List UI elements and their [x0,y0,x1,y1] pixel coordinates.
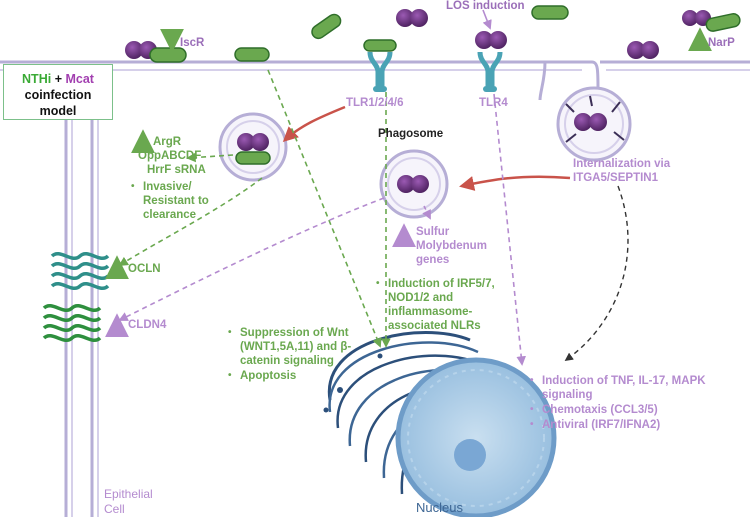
ocln-junction [50,252,110,290]
label-phagosome: Phagosome [378,128,444,140]
label-cldn4: CLDN4 [128,319,167,331]
coinfection-legend: NTHi + Mcat coinfection model [3,64,113,120]
legend-plus: + [54,72,62,86]
los-induction-arrow [482,9,492,30]
label-narp: NarP [708,37,735,49]
cldn4-junction [42,304,102,342]
moraxella-diplococcus-2 [396,9,428,27]
extracellular-bacteria [125,5,741,63]
nthi-rod-1 [149,47,187,63]
label-tlr4: TLR4 [479,97,508,109]
arrow-internalization-to-tnf [564,185,629,361]
uptake-arrow-nthi [282,105,346,143]
moraxella-diplococcus-3 [475,31,507,49]
label-ocln: OCLN [128,263,161,275]
wnt-item-1: Suppression of Wnt (WNT1,5A,11) and β-ca… [228,326,378,368]
nthi-rod-3 [311,13,342,40]
irf-item: Induction of IRF5/7, NOD1/2 and inflamma… [376,277,512,333]
nucleus-structure [323,331,557,519]
label-iscr: IscR [180,37,205,49]
nthi-rod-2 [234,47,270,62]
legend-line2: coinfection [24,88,92,102]
label-sulfur-3: genes [416,254,450,266]
invasive-item: Invasive/ Resistant to clearance [131,180,221,222]
label-epithelial-2: Cell [104,502,125,516]
mcat-phagosome [379,149,449,219]
arrow-membrane-to-nucleus-green [267,69,382,348]
arrow-nthi-to-argr [186,152,234,163]
internalization-pit [556,86,632,162]
label-argr: ArgR [153,136,182,148]
legend-line3: model [39,104,77,118]
label-nucleus: Nucleus [416,500,463,515]
tnf-item-3: Antiviral (IRF7/IFNA2) [530,418,740,432]
arrow-nthi-to-ocln [118,177,263,267]
irf-list: Induction of IRF5/7, NOD1/2 and inflamma… [376,277,512,334]
label-epithelial-1: Epithelial [104,487,153,501]
arrow-tlr4-to-nucleus [493,93,526,366]
label-sulfur-1: Sulfur [416,226,450,238]
invasive-list: Invasive/ Resistant to clearance [131,180,221,223]
wnt-list: Suppression of Wnt (WNT1,5A,11) and β-ca… [228,326,378,384]
tnf-item-1: Induction of TNF, IL-17, MAPK signaling [530,374,740,402]
arrow-phagosome-to-cldn4 [118,197,385,321]
label-internalization-1: Internalization via [573,158,671,170]
legend-nthi: NTHi [22,72,52,86]
wnt-item-2: Apoptosis [228,369,378,383]
label-internalization-2: ITGA5/SEPTIN1 [573,172,658,184]
legend-mcat: Mcat [65,72,94,86]
label-hrrf: HrrF sRNA [147,164,206,176]
tnf-list: Induction of TNF, IL-17, MAPK signaling … [530,374,740,433]
label-los-induction: LOS induction [446,0,525,12]
uptake-arrow-mcat [459,175,571,191]
tnf-item-2: Chemotaxis (CCL3/5) [530,403,740,417]
label-oppabcdf: OppABCDF [138,150,202,162]
nthi-rod-5 [705,13,741,32]
arrow-phagosome-to-sulfur [422,205,431,220]
tlr4-receptor [477,51,503,92]
moraxella-diplococcus-4 [627,41,659,59]
nthi-rod-4 [531,5,569,20]
label-tlr126: TLR1/2/4/6 [346,97,404,109]
label-sulfur-2: Molybdenum [416,240,487,252]
cell-membrane [0,60,750,517]
tlr126-receptor [363,39,397,92]
nthi-vacuole [218,112,288,182]
